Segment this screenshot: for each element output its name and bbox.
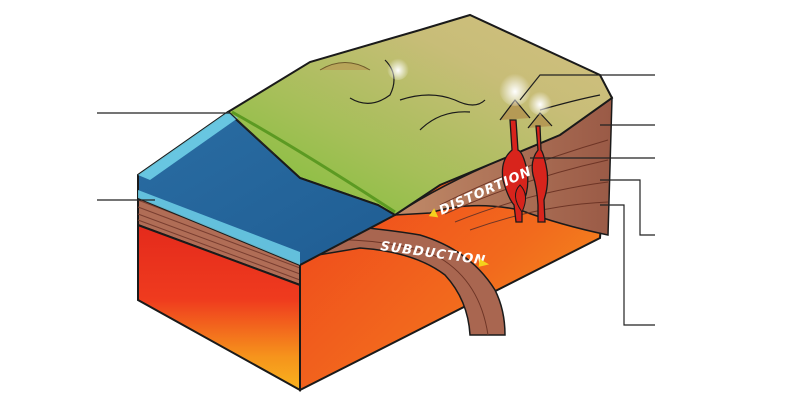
leader-lines bbox=[97, 74, 655, 326]
magma-chamber bbox=[501, 119, 549, 223]
distortion-arrow-icon bbox=[428, 208, 439, 218]
ocean-surface bbox=[137, 110, 398, 267]
land-surface bbox=[226, 13, 614, 217]
leader-line-3 bbox=[519, 74, 655, 101]
leader-line-1 bbox=[97, 112, 276, 156]
subduction-arrow-icon bbox=[478, 258, 490, 267]
leader-line-6 bbox=[600, 179, 655, 236]
leader-line-7 bbox=[600, 204, 655, 326]
